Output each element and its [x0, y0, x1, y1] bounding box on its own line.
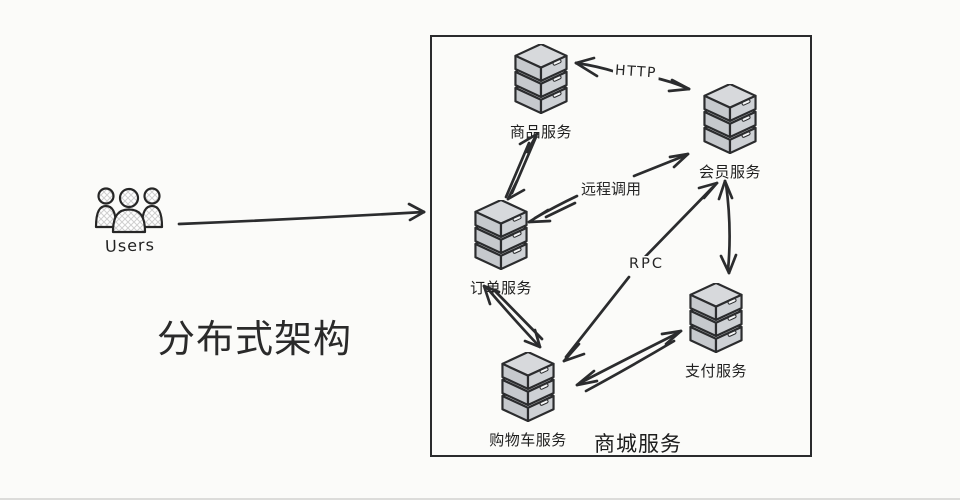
node-label: 购物车服务	[489, 432, 567, 449]
mall-services-boundary	[430, 35, 812, 457]
edge-label-remote-call: 远程调用	[579, 178, 644, 199]
users-label: Users	[104, 235, 156, 256]
server-stack-icon	[701, 84, 759, 154]
node-label: 支付服务	[684, 363, 747, 380]
users-icon	[94, 187, 164, 234]
node-label: 订单服务	[469, 280, 532, 297]
server-stack-icon	[472, 200, 530, 270]
node-order-service: 订单服务	[461, 200, 541, 298]
node-payment-service: 支付服务	[676, 283, 756, 381]
screen-bottom-edge	[0, 498, 960, 500]
boundary-label: 商城服务	[594, 433, 682, 456]
edge-label-rpc: RPC	[627, 256, 666, 272]
node-label: 会员服务	[698, 164, 761, 181]
node-cart-service: 购物车服务	[488, 352, 568, 450]
node-label: 商品服务	[509, 124, 572, 141]
server-stack-icon	[687, 283, 745, 353]
server-stack-icon	[512, 44, 570, 114]
node-member-service: 会员服务	[690, 84, 770, 182]
edge-label-http: HTTP	[612, 62, 660, 82]
architecture-title: 分布式架构	[157, 319, 353, 361]
node-product-service: 商品服务	[501, 44, 581, 142]
arrow-users-to-mall	[177, 202, 426, 226]
users-group: Users	[92, 186, 168, 256]
server-stack-icon	[499, 352, 557, 422]
